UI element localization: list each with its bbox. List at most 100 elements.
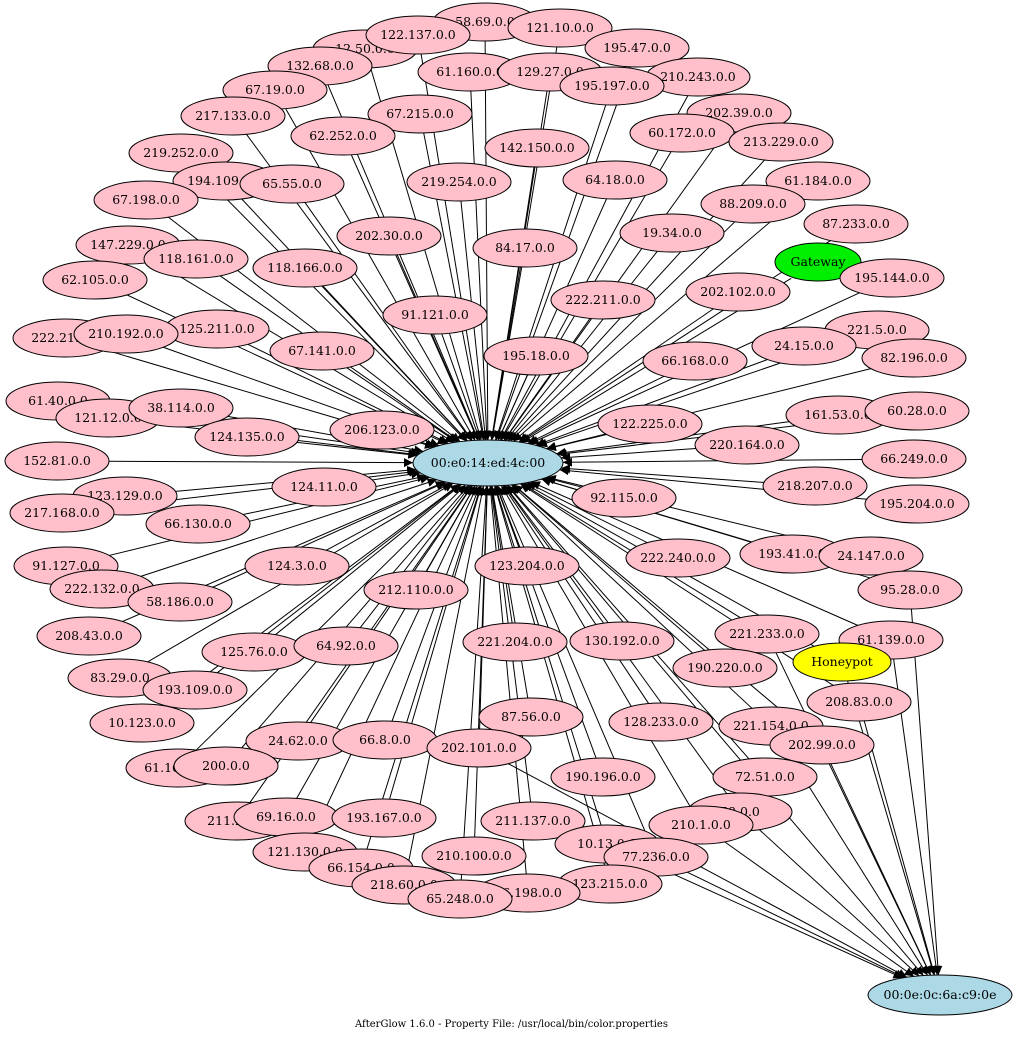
node-212-110-0-0[interactable]: 212.110.0.0 [363, 570, 469, 610]
node-208-83-0-0[interactable]: 208.83.0.0 [806, 682, 912, 722]
node-87-56-0-0-shape [478, 697, 584, 737]
node-84-17-0-0[interactable]: 84.17.0.0 [472, 228, 578, 268]
node-190-196-0-0[interactable]: 190.196.0.0 [550, 757, 656, 797]
node-190-220-0-0[interactable]: 190.220.0.0 [672, 648, 778, 688]
node-121-10-0-0[interactable]: 121.10.0.0 [507, 8, 613, 48]
node-210-1-0-0[interactable]: 210.1.0.0 [648, 805, 754, 845]
node-125-211-0-0[interactable]: 125.211.0.0 [164, 309, 270, 349]
node-69-16-0-0[interactable]: 69.16.0.0 [233, 797, 339, 837]
node-222-211-0-0-label: 222.211.0.0 [565, 292, 641, 307]
node-gateway[interactable]: Gateway [774, 242, 862, 282]
node-24-15-0-0[interactable]: 24.15.0.0 [751, 326, 857, 366]
node-66-249-0-0[interactable]: 66.249.0.0 [861, 439, 967, 479]
node-118-166-0-0[interactable]: 118.166.0.0 [252, 248, 358, 288]
hub-main-node[interactable]: 00:e0:14:ed:4c:00 [412, 439, 564, 487]
node-58-186-0-0[interactable]: 58.186.0.0 [127, 582, 233, 622]
node-152-81-0-0[interactable]: 152.81.0.0 [4, 441, 110, 481]
node-60-172-0-0[interactable]: 60.172.0.0 [629, 113, 735, 153]
node-61-184-0-0[interactable]: 61.184.0.0 [765, 161, 871, 201]
node-195-18-0-0[interactable]: 195.18.0.0 [483, 336, 589, 376]
node-128-233-0-0[interactable]: 128.233.0.0 [608, 702, 714, 742]
node-124-11-0-0[interactable]: 124.11.0.0 [271, 467, 377, 507]
node-64-92-0-0[interactable]: 64.92.0.0 [293, 626, 399, 666]
node-87-56-0-0[interactable]: 87.56.0.0 [478, 697, 584, 737]
node-123-215-0-0[interactable]: 123.215.0.0 [557, 864, 663, 904]
node-217-168-0-0[interactable]: 217.168.0.0 [9, 493, 115, 533]
edge-218-60-0-0-to-main [407, 485, 487, 867]
node-92-115-0-0[interactable]: 92.115.0.0 [571, 478, 677, 518]
node-118-161-0-0[interactable]: 118.161.0.0 [143, 239, 249, 279]
node-honeypot[interactable]: Honeypot [792, 642, 892, 682]
node-124-135-0-0[interactable]: 124.135.0.0 [194, 417, 300, 457]
node-60-28-0-0-shape [864, 391, 970, 431]
node-62-252-0-0[interactable]: 62.252.0.0 [290, 116, 396, 156]
node-95-28-0-0[interactable]: 95.28.0.0 [857, 570, 963, 610]
node-210-243-0-0[interactable]: 210.243.0.0 [645, 57, 751, 97]
node-38-114-0-0[interactable]: 38.114.0.0 [128, 388, 234, 428]
node-124-3-0-0[interactable]: 124.3.0.0 [244, 546, 350, 586]
node-62-105-0-0[interactable]: 62.105.0.0 [42, 260, 148, 300]
node-222-132-0-0[interactable]: 222.132.0.0 [49, 569, 155, 609]
node-219-254-0-0[interactable]: 219.254.0.0 [406, 162, 512, 202]
node-210-100-0-0[interactable]: 210.100.0.0 [421, 836, 527, 876]
node-122-225-0-0[interactable]: 122.225.0.0 [597, 404, 703, 444]
node-65-55-0-0[interactable]: 65.55.0.0 [239, 164, 345, 204]
node-206-123-0-0[interactable]: 206.123.0.0 [329, 410, 435, 450]
node-130-192-0-0[interactable]: 130.192.0.0 [569, 621, 675, 661]
node-64-18-0-0[interactable]: 64.18.0.0 [562, 160, 668, 200]
node-61-160-0-0[interactable]: 61.160.0.0 [417, 52, 523, 92]
node-202-101-0-0[interactable]: 202.101.0.0 [426, 728, 532, 768]
node-10-123-0-0[interactable]: 10.123.0.0 [89, 703, 195, 743]
node-67-215-0-0[interactable]: 67.215.0.0 [367, 94, 473, 134]
node-24-62-0-0[interactable]: 24.62.0.0 [245, 721, 351, 761]
node-193-167-0-0-shape [331, 798, 437, 838]
node-211-137-0-0[interactable]: 211.137.0.0 [480, 801, 586, 841]
node-210-192-0-0[interactable]: 210.192.0.0 [73, 314, 179, 354]
node-210-100-0-0-label: 210.100.0.0 [436, 848, 512, 863]
node-193-167-0-0[interactable]: 193.167.0.0 [331, 798, 437, 838]
node-66-168-0-0[interactable]: 66.168.0.0 [642, 341, 748, 381]
node-124-135-0-0-label: 124.135.0.0 [209, 429, 285, 444]
node-202-102-0-0[interactable]: 202.102.0.0 [685, 272, 791, 312]
node-202-30-0-0[interactable]: 202.30.0.0 [336, 216, 442, 256]
node-222-240-0-0[interactable]: 222.240.0.0 [625, 538, 731, 578]
node-195-144-0-0[interactable]: 195.144.0.0 [839, 258, 945, 298]
node-195-197-0-0[interactable]: 195.197.0.0 [559, 66, 665, 106]
node-88-209-0-0[interactable]: 88.209.0.0 [700, 184, 806, 224]
node-202-99-0-0[interactable]: 202.99.0.0 [769, 725, 875, 765]
node-142-150-0-0[interactable]: 142.150.0.0 [484, 128, 590, 168]
hub-secondary-node[interactable]: 00:0e:0c:6a:c9:0e [867, 974, 1013, 1016]
node-67-141-0-0[interactable]: 67.141.0.0 [269, 331, 375, 371]
node-67-198-0-0[interactable]: 67.198.0.0 [93, 180, 199, 220]
node-220-164-0-0[interactable]: 220.164.0.0 [694, 425, 800, 465]
node-24-147-0-0[interactable]: 24.147.0.0 [818, 536, 924, 576]
node-221-233-0-0-label: 221.233.0.0 [729, 626, 805, 641]
node-19-34-0-0[interactable]: 19.34.0.0 [619, 213, 725, 253]
node-195-144-0-0-label: 195.144.0.0 [854, 270, 930, 285]
node-219-252-0-0[interactable]: 219.252.0.0 [128, 133, 234, 173]
node-221-233-0-0[interactable]: 221.233.0.0 [714, 614, 820, 654]
node-222-211-0-0[interactable]: 222.211.0.0 [550, 280, 656, 320]
node-200-0-0[interactable]: 200.0.0 [173, 746, 279, 786]
node-66-8-0-0-label: 66.8.0.0 [359, 732, 411, 747]
node-66-130-0-0[interactable]: 66.130.0.0 [145, 504, 251, 544]
node-195-47-0-0[interactable]: 195.47.0.0 [584, 28, 690, 68]
node-213-229-0-0[interactable]: 213.229.0.0 [728, 122, 834, 162]
node-87-233-0-0[interactable]: 87.233.0.0 [803, 204, 909, 244]
node-221-204-0-0[interactable]: 221.204.0.0 [462, 622, 568, 662]
node-65-248-0-0[interactable]: 65.248.0.0 [407, 879, 513, 919]
node-193-41-0-0[interactable]: 193.41.0.0 [739, 534, 845, 574]
node-60-28-0-0[interactable]: 60.28.0.0 [864, 391, 970, 431]
node-217-133-0-0[interactable]: 217.133.0.0 [180, 96, 286, 136]
node-82-196-0-0[interactable]: 82.196.0.0 [861, 338, 967, 378]
node-72-51-0-0[interactable]: 72.51.0.0 [712, 757, 818, 797]
node-193-109-0-0[interactable]: 193.109.0.0 [142, 670, 248, 710]
node-66-8-0-0[interactable]: 66.8.0.0 [332, 720, 438, 760]
node-123-204-0-0[interactable]: 123.204.0.0 [474, 546, 580, 586]
node-195-204-0-0[interactable]: 195.204.0.0 [864, 484, 970, 524]
node-122-137-0-0[interactable]: 122.137.0.0 [365, 15, 471, 55]
node-91-121-0-0[interactable]: 91.121.0.0 [382, 295, 488, 335]
node-208-43-0-0[interactable]: 208.43.0.0 [36, 616, 142, 656]
node-125-76-0-0[interactable]: 125.76.0.0 [201, 632, 307, 672]
node-218-207-0-0[interactable]: 218.207.0.0 [762, 466, 868, 506]
